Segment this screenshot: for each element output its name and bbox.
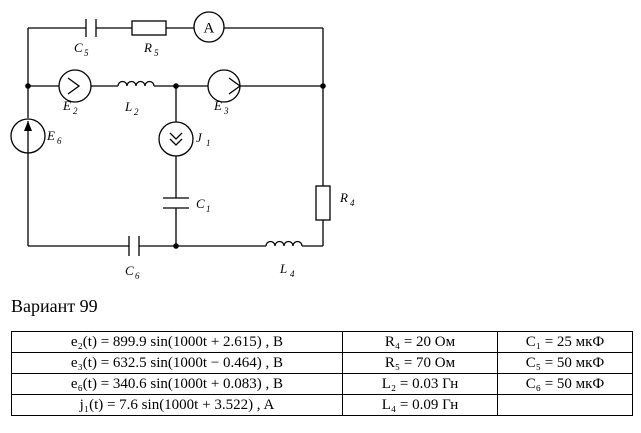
label-r5: R (143, 40, 152, 55)
label-e3-sub: 3 (223, 106, 229, 116)
label-c5-sub: 5 (84, 48, 89, 58)
label-l2-sub: 2 (134, 107, 139, 117)
label-c5: C (74, 40, 83, 55)
table-cell: j₁(t) = 7.6 sin(1000t + 3.522) , A (11, 394, 343, 416)
table-row: e₂(t) = 899.9 sin(1000t + 2.615) , B R₄ … (11, 331, 633, 353)
capacitor-c1: C 1 (163, 196, 211, 214)
parameters-table: e₂(t) = 899.9 sin(1000t + 2.615) , B R₄ … (11, 331, 633, 416)
table-cell: C₆ = 50 мкФ (497, 373, 633, 395)
label-r5-sub: 5 (154, 48, 159, 58)
label-c6: C (125, 263, 134, 278)
table-cell: R₅ = 70 Ом (342, 352, 498, 374)
label-j1: J (196, 130, 203, 145)
inductor-l2: L 2 (117, 80, 155, 117)
label-e2-sub: 2 (73, 106, 78, 116)
wires (27, 27, 324, 247)
label-e3: E (213, 98, 222, 113)
label-r4-sub: 4 (350, 198, 355, 208)
junction-nodes (25, 83, 326, 249)
resistor-r5: R 5 (131, 20, 167, 58)
table-cell: C₅ = 50 мкФ (497, 352, 633, 374)
table-row: e₆(t) = 340.6 sin(1000t + 0.083) , B L₂ … (11, 373, 633, 395)
table-cell: e₃(t) = 632.5 sin(1000t − 0.464) , B (11, 352, 343, 374)
label-l4-sub: 4 (290, 269, 295, 279)
table-cell: C₁ = 25 мкФ (497, 331, 633, 353)
table-cell: e₆(t) = 340.6 sin(1000t + 0.083) , B (11, 373, 343, 395)
table-row: j₁(t) = 7.6 sin(1000t + 3.522) , A L₄ = … (11, 394, 633, 416)
voltage-source-e2: E 2 (58, 69, 92, 116)
table-cell (497, 394, 633, 416)
inductor-l4: L 4 (265, 240, 303, 279)
voltage-source-e6: E 6 (10, 118, 62, 154)
ammeter-label: A (204, 21, 215, 37)
table-cell: e₂(t) = 899.9 sin(1000t + 2.615) , B (11, 331, 343, 353)
label-e6-sub: 6 (57, 136, 62, 146)
label-l2: L (124, 99, 132, 114)
voltage-source-e3: E 3 (207, 69, 242, 116)
capacitor-c6: C 6 (125, 236, 140, 281)
label-c1-sub: 1 (206, 204, 211, 214)
label-j1-sub: 1 (206, 138, 211, 148)
label-e6: E (46, 128, 55, 143)
label-c6-sub: 6 (135, 271, 140, 281)
circuit-diagram: C 5 R 5 A E 2 L 2 E 3 E 6 (10, 11, 355, 281)
table-row: e₃(t) = 632.5 sin(1000t − 0.464) , B R₅ … (11, 352, 633, 374)
label-e2: E (62, 98, 71, 113)
current-source-j1: J 1 (158, 121, 211, 157)
table-cell: L₂ = 0.03 Гн (342, 373, 498, 395)
table-cell: R₄ = 20 Ом (342, 331, 498, 353)
table-cell: L₄ = 0.09 Гн (342, 394, 498, 416)
label-r4: R (339, 190, 348, 205)
variant-title: Вариант 99 (11, 296, 98, 316)
resistor-r4: R 4 (315, 185, 355, 221)
label-c1: C (196, 196, 205, 211)
label-l4: L (279, 261, 287, 276)
ammeter: A (193, 11, 225, 43)
capacitor-c5: C 5 (74, 19, 97, 58)
